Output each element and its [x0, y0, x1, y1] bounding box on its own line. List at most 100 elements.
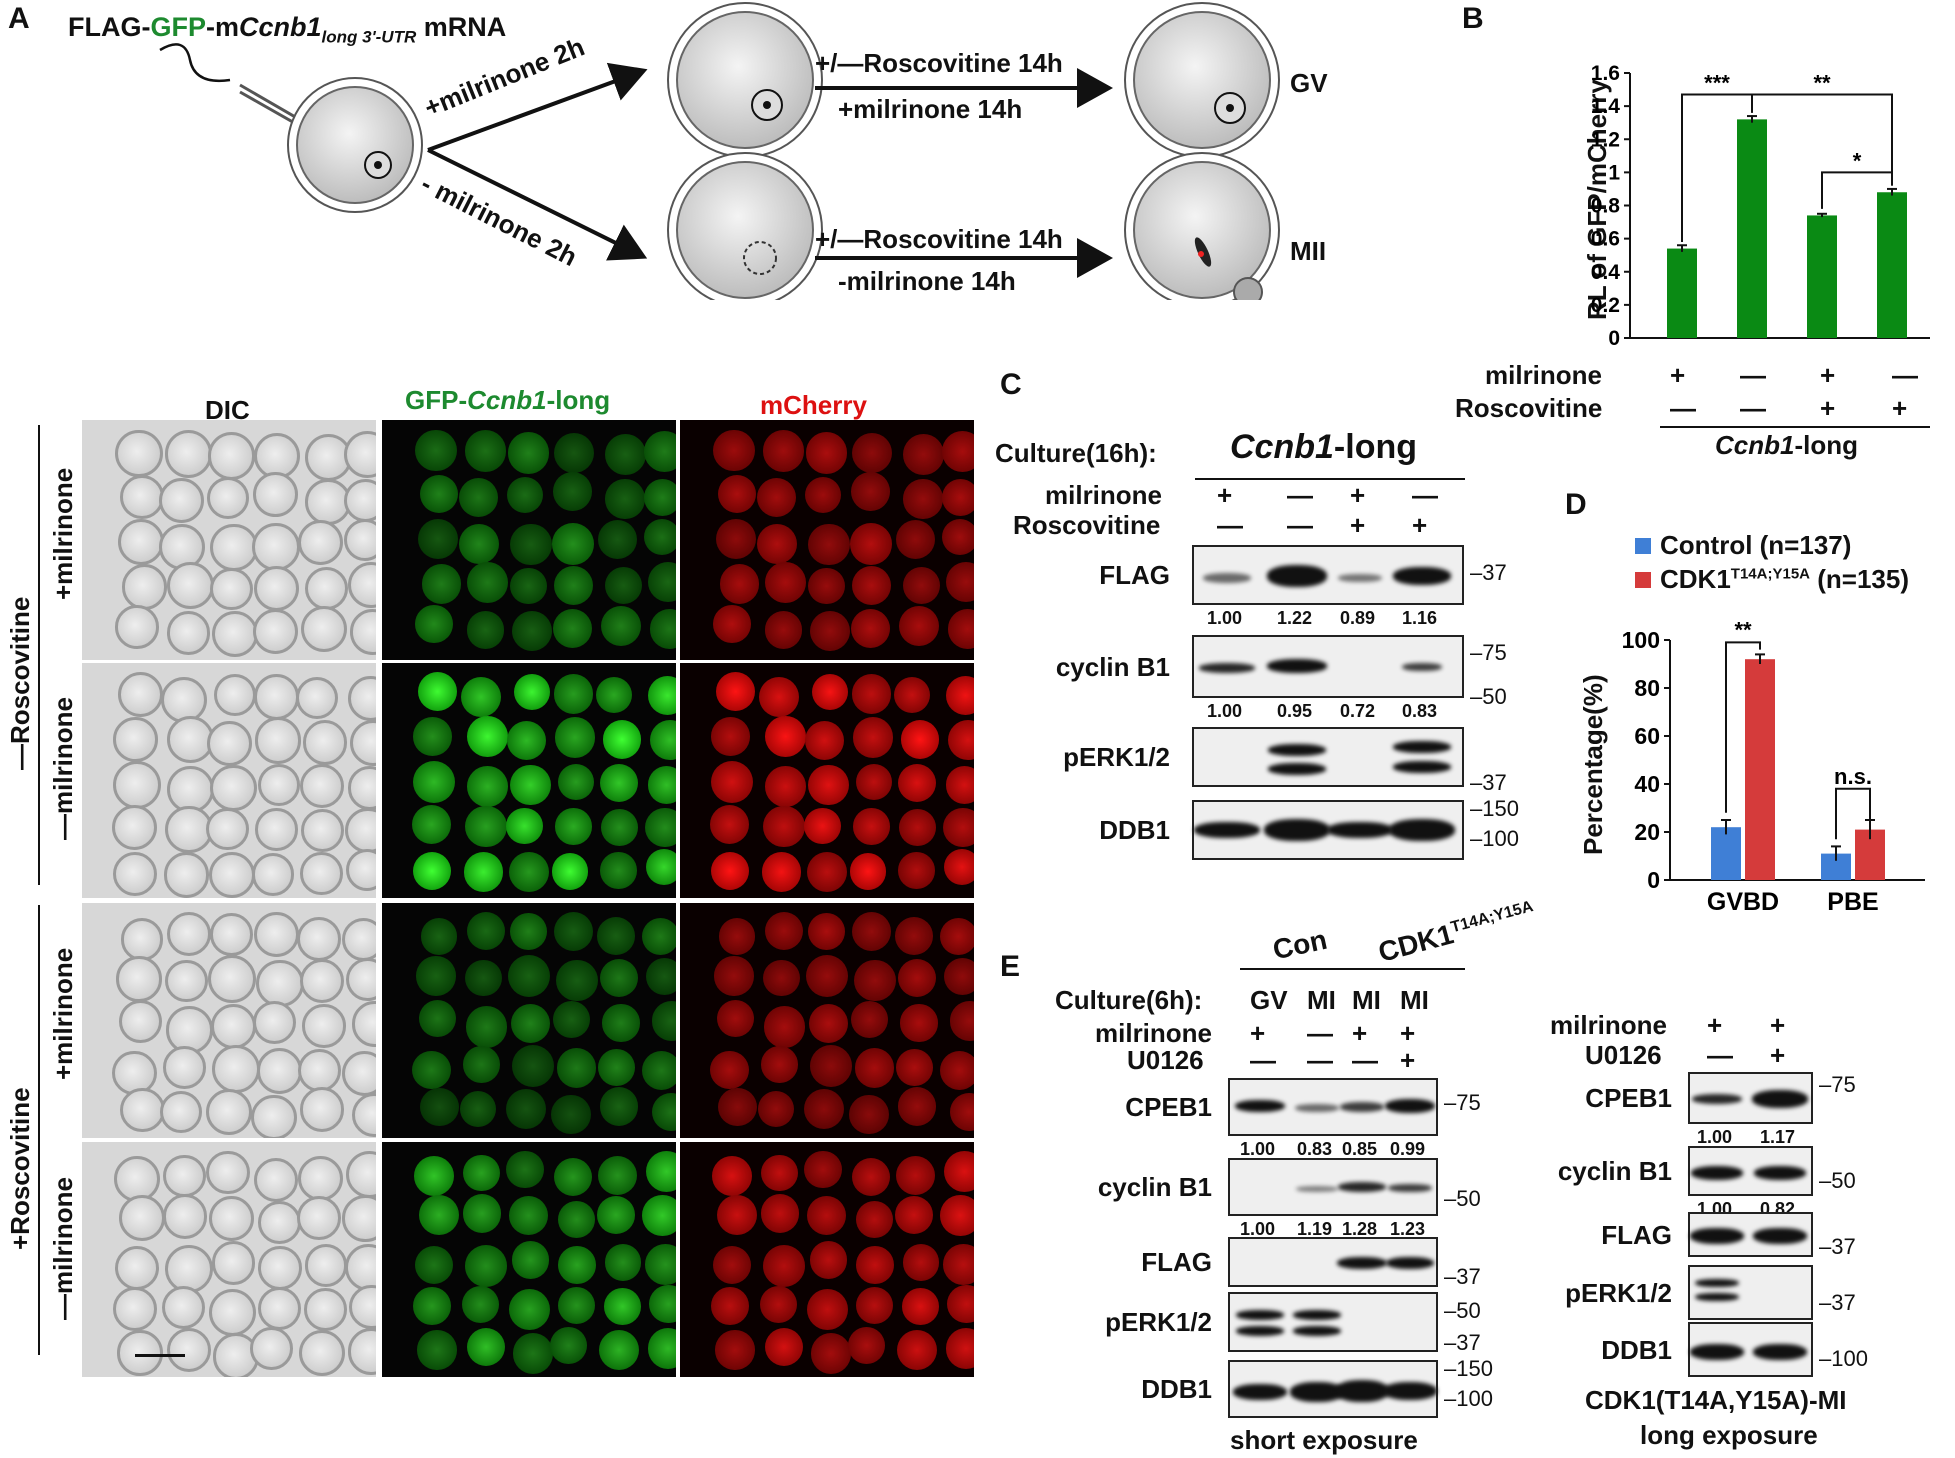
- oocyte-cell: [851, 912, 891, 952]
- blot-quant: 1.23: [1390, 1219, 1426, 1239]
- oocyte-cell: [251, 853, 295, 896]
- oocyte-cell: [163, 1194, 208, 1239]
- blot-quant: 1.00: [1207, 608, 1243, 628]
- blot-label-flag: FLAG: [1601, 1219, 1672, 1250]
- oocyte-cell: [304, 1244, 348, 1287]
- d-bar: [1711, 827, 1741, 880]
- oocyte-cell: [761, 1046, 798, 1083]
- blot-band: [1754, 1166, 1806, 1180]
- d-category-label: GVBD: [1707, 888, 1779, 916]
- oocyte-cell: [506, 1150, 544, 1189]
- oocyte-cell: [711, 760, 754, 803]
- b-ytick-label: 0: [1608, 327, 1620, 350]
- oocyte-cell: [765, 1327, 804, 1366]
- oocyte-cell: [251, 1094, 297, 1138]
- label-bottom-line2: -milrinone 14h: [838, 266, 1016, 296]
- oocyte-cell: [210, 567, 253, 610]
- row-label-3: +milrinone: [48, 947, 78, 1080]
- oocyte-cell: [902, 433, 945, 476]
- oocyte-left: [296, 86, 414, 204]
- e-sign-milrinone: +: [1250, 1018, 1266, 1048]
- oocyte-cell: [855, 763, 892, 801]
- oocyte-cell: [415, 429, 457, 472]
- mrna-squiggle: [159, 43, 231, 83]
- c-sign-roscovitine: +: [1412, 510, 1428, 540]
- oocyte-cell: [508, 851, 549, 892]
- oocyte-mii: [1133, 161, 1271, 299]
- oocyte-cell: [900, 720, 940, 760]
- oocyte-cell: [167, 1327, 212, 1372]
- blot-band: [1267, 659, 1327, 673]
- oocyte-cell: [647, 1327, 676, 1369]
- oocyte-cell: [897, 763, 937, 803]
- oocyte-cell: [900, 1004, 938, 1042]
- b-bar: [1667, 248, 1697, 338]
- oocyte-cell: [412, 1050, 451, 1089]
- oocyte-cell: [710, 1050, 749, 1089]
- mw-marker: –37: [1819, 1290, 1856, 1315]
- blot-band: [1340, 1102, 1384, 1112]
- oocyte-cell: [894, 676, 931, 714]
- oocyte-cell: [210, 765, 257, 812]
- oocyte-cell: [163, 1154, 206, 1198]
- stage-mii: MII: [1290, 236, 1327, 266]
- oocyte-cell: [899, 809, 937, 847]
- d-bar: [1745, 659, 1775, 880]
- oocyte-cell: [412, 804, 452, 844]
- oocyte-cell: [343, 519, 376, 562]
- oocyte-cell: [297, 1049, 341, 1092]
- group-bracket-bottom: [38, 905, 40, 1355]
- oocyte-cell: [642, 1195, 676, 1236]
- oocyte-cell: [895, 519, 935, 560]
- oocyte-cell: [348, 675, 376, 721]
- oocyte-cell: [803, 1088, 845, 1130]
- c-group-label: Ccnb1-long: [1230, 428, 1417, 466]
- oocyte-cell: [301, 809, 345, 853]
- oocyte-cell: [855, 1245, 894, 1284]
- row-label-2: —milrinone: [48, 696, 78, 840]
- oocyte-cell: [112, 1050, 157, 1095]
- blot-label-cyclinb1: cyclin B1: [1557, 1156, 1672, 1186]
- oocyte-cell: [417, 1330, 457, 1370]
- blot-panel: [1228, 1237, 1438, 1287]
- blot-quant: 1.16: [1402, 608, 1438, 628]
- row-label-1: +milrinone: [48, 467, 78, 600]
- oocyte-cell: [648, 675, 676, 715]
- oocyte-cell: [413, 760, 456, 803]
- oocyte-cell: [463, 1194, 502, 1233]
- blot-quant: 0.85: [1342, 1139, 1378, 1159]
- d-legend-mutant: CDK1T14A;Y15A (n=135): [1660, 564, 1909, 594]
- e-row-milrinone: milrinone: [1095, 1018, 1213, 1048]
- b-ytick-label: 0.2: [1591, 294, 1620, 317]
- oocyte-cell: [412, 1287, 451, 1326]
- oocyte-cell: [945, 1327, 974, 1369]
- oocyte-cell: [351, 1092, 376, 1138]
- oocyte-cell: [117, 518, 165, 566]
- oocyte-cell: [943, 807, 974, 848]
- e-stage: MI: [1307, 985, 1336, 1015]
- oocyte-cell: [207, 431, 256, 480]
- group-bracket-top: [38, 425, 40, 885]
- oocyte-cell: [805, 721, 845, 761]
- oocyte-cell: [713, 605, 751, 643]
- oocyte-cell: [115, 605, 159, 649]
- oocyte-cell: [763, 959, 800, 997]
- oocyte-cell: [346, 1151, 376, 1199]
- oocyte-cell: [349, 609, 376, 656]
- d-sig-2-label: n.s.: [1834, 764, 1872, 789]
- oocyte-cell: [557, 763, 594, 801]
- oocyte-cell: [412, 852, 451, 891]
- oocyte-cell: [762, 1245, 805, 1288]
- oocyte-cell: [300, 605, 348, 653]
- b-sign-milrinone: +: [1670, 360, 1686, 390]
- oocyte-cell: [460, 676, 501, 717]
- oocyte-cell: [851, 472, 890, 511]
- row-label-4: —milrinone: [48, 1176, 78, 1320]
- oocyte-cell: [895, 916, 933, 955]
- blot-quant: 1.00: [1240, 1219, 1276, 1239]
- oocyte-cell: [208, 1288, 257, 1337]
- mw-marker: –100: [1470, 826, 1519, 851]
- oocyte-cell: [940, 918, 974, 956]
- blot-label-cyclinb1: cyclin B1: [1097, 1172, 1212, 1202]
